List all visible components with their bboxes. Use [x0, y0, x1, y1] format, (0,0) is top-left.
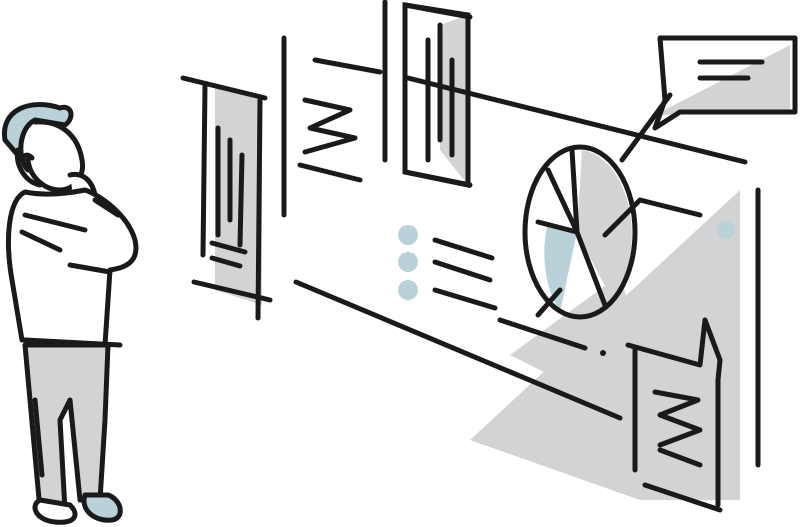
list-item — [398, 252, 493, 283]
trend-panel — [625, 317, 723, 513]
board-outline — [293, 75, 761, 468]
legend-list — [398, 221, 735, 356]
list-item — [398, 225, 495, 261]
person-figure — [2, 102, 139, 525]
left-text-panel — [180, 75, 273, 321]
zigzag-text-block — [281, 35, 383, 218]
pie-chart — [522, 144, 703, 320]
bar-panel — [382, 0, 473, 189]
speech-bubble — [619, 35, 798, 163]
list-item — [398, 280, 498, 311]
